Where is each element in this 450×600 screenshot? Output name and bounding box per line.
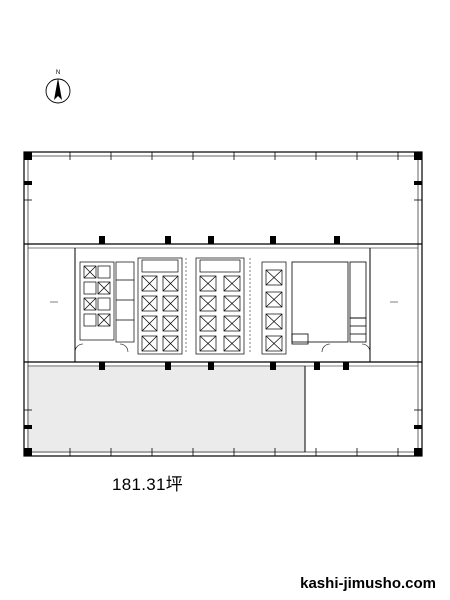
perimeter-columns (24, 152, 422, 456)
core-large-room (291, 261, 367, 345)
core-walls (24, 243, 422, 452)
building-outline (23, 151, 423, 457)
site-watermark: kashi-jimusho.com (300, 575, 436, 592)
core-corridor (185, 258, 251, 354)
core-columns (99, 236, 349, 370)
core-doors (74, 343, 371, 353)
elevator-bank-3 (261, 261, 287, 355)
north-label: N (56, 70, 60, 76)
elevator-bank-2 (195, 257, 245, 355)
leasable-area-highlight (27, 365, 305, 453)
north-arrow-icon: N (45, 70, 71, 104)
floor-area-label: 181.31坪 (112, 475, 184, 494)
left-stair-block (79, 261, 135, 343)
elevator-bank-1 (137, 257, 183, 355)
corner-columns (24, 152, 422, 456)
